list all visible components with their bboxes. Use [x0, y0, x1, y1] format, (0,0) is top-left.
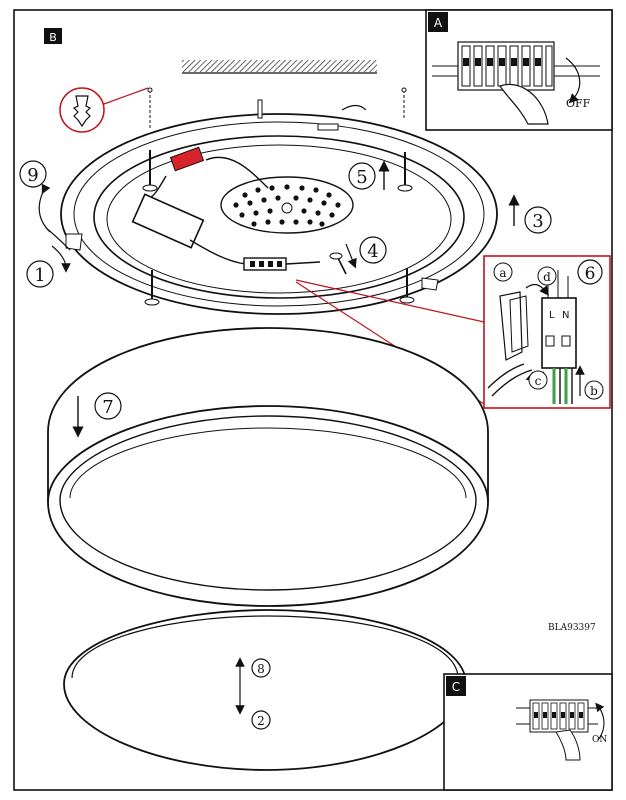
callout-line-upper	[295, 279, 485, 323]
panel-marker-b-label: B	[49, 31, 57, 44]
terminal-n-label: N	[562, 310, 569, 321]
panel-a-breaker-off: A OFF	[425, 9, 613, 131]
step-4: 4	[359, 236, 387, 264]
panel-marker-c-label: C	[452, 680, 460, 694]
screw-bottom-right	[399, 268, 415, 304]
step-5-label: 5	[356, 167, 367, 188]
step-1: 1	[26, 245, 71, 288]
step-9: 9	[19, 160, 51, 233]
diffuser	[63, 609, 467, 771]
red-connector	[169, 146, 205, 172]
detail-panel-6: L N a d c b 6	[483, 255, 611, 409]
step4-screw	[329, 243, 357, 275]
detail-d-label: d	[543, 270, 551, 284]
ceiling-hatch	[182, 60, 377, 72]
step-8: 8	[235, 657, 271, 715]
model-code: BLA93397	[548, 623, 596, 633]
vent-plate	[220, 176, 354, 234]
step-9-label: 9	[27, 165, 38, 186]
detail-b-label: b	[590, 384, 598, 398]
on-label: ON	[592, 735, 607, 745]
step-4-label: 4	[367, 241, 378, 262]
off-label: OFF	[566, 97, 591, 110]
step-3-label: 3	[532, 211, 543, 232]
step-2-label: 2	[257, 714, 265, 728]
screw-top-right	[397, 152, 413, 192]
panel-marker-b: B	[44, 28, 62, 44]
wiring	[131, 146, 321, 271]
detail-c-label: c	[535, 374, 542, 388]
led-driver-box	[131, 193, 205, 249]
terminal-housing	[541, 297, 577, 369]
step-1-label: 1	[34, 265, 45, 286]
lamp-shade	[47, 327, 489, 607]
screw-top-left	[142, 150, 158, 192]
step-6-label: 6	[585, 264, 596, 284]
step-5: 5	[348, 160, 390, 190]
step-3: 3	[508, 194, 552, 234]
detail-a-label: a	[499, 266, 506, 280]
step-7-label: 7	[102, 397, 113, 418]
panel-marker-a-label: A	[434, 16, 443, 30]
page-frame	[13, 9, 613, 791]
panel-c-breaker-on: C ON	[443, 673, 613, 791]
step-2: 2	[251, 710, 271, 730]
step-7: 7	[72, 392, 122, 438]
screw-bottom-left	[144, 270, 160, 306]
wall-plug-detail	[59, 87, 149, 133]
terminal-l-label: L	[549, 310, 555, 321]
step-8-label: 8	[257, 662, 265, 676]
